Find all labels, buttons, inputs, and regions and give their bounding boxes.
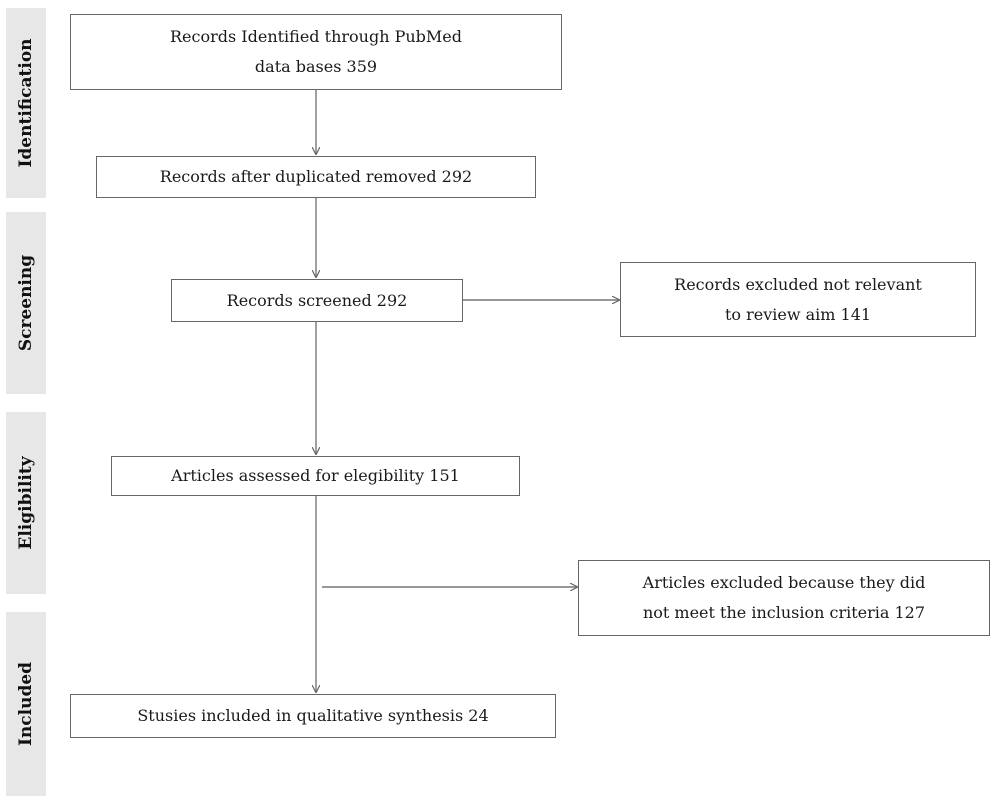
box-records-identified: Records Identified through PubMed data b…: [70, 14, 562, 90]
stage-screening: Screening: [6, 212, 46, 394]
box-records-excluded-line-1: Records excluded not relevant: [674, 274, 922, 294]
stage-included: Included: [6, 612, 46, 796]
box-articles-assessed: Articles assessed for elegibility 151: [111, 456, 520, 496]
box-records-identified-line-1: Records Identified through PubMed: [169, 27, 462, 46]
box-records-excluded-line-2: to review aim 141: [724, 304, 872, 324]
box-records-deduplicated: Records after duplicated removed 292: [96, 156, 536, 198]
stage-identification: Identification: [6, 8, 46, 198]
box-records-excluded: Records excluded not relevant to review …: [620, 262, 976, 337]
stage-eligibility: Eligibility: [6, 412, 46, 594]
box-articles-excluded: Articles excluded because they did not m…: [578, 560, 990, 636]
box-records-screened-text: Records screened 292: [226, 290, 408, 310]
box-records-identified-line-2: data bases 359: [254, 57, 378, 76]
box-articles-assessed-text: Articles assessed for elegibility 151: [171, 466, 460, 485]
box-studies-included-text: Stusies included in qualitative synthesi…: [137, 706, 489, 725]
box-studies-included: Stusies included in qualitative synthesi…: [70, 694, 556, 738]
box-articles-excluded-line-1: Articles excluded because they did: [642, 573, 926, 592]
box-records-screened: Records screened 292: [171, 279, 463, 322]
box-records-deduplicated-text: Records after duplicated removed 292: [159, 167, 473, 186]
box-articles-excluded-line-2: not meet the inclusion criteria 127: [642, 603, 926, 622]
